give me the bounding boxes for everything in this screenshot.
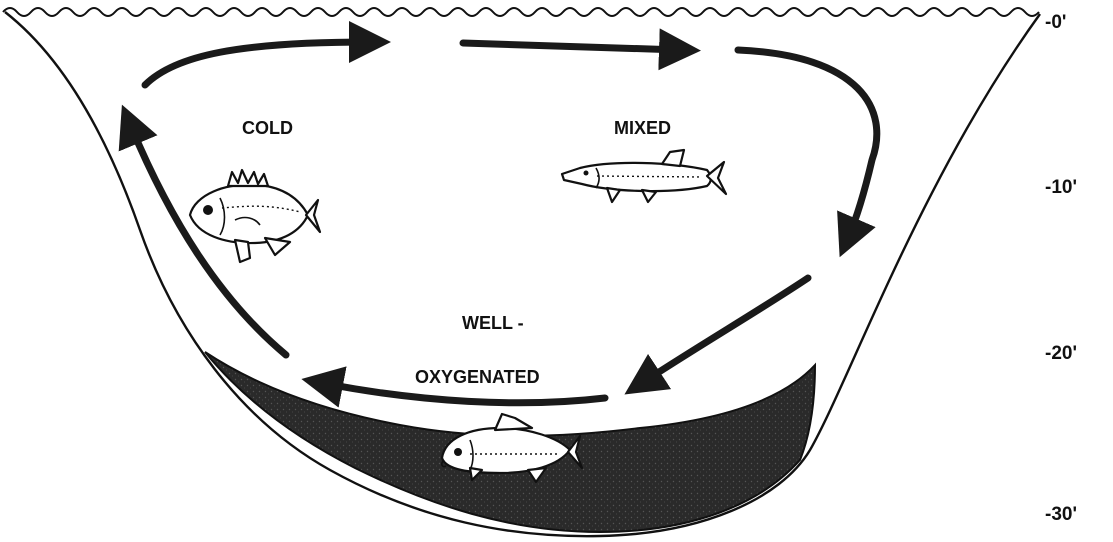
water-surface [3, 8, 1039, 16]
circulation-arrow-top-left [145, 42, 370, 85]
circulation-arrow-top-middle [463, 43, 680, 50]
label-oxygenated: OXYGENATED [415, 367, 540, 387]
circulation-arrow-right-lower [642, 278, 808, 383]
pike-illustration [562, 150, 726, 202]
depth-label-0: -0' [1045, 12, 1066, 33]
depth-label-30: -30' [1045, 504, 1077, 525]
label-well: WELL - [462, 313, 524, 333]
depth-label-10: -10' [1045, 177, 1077, 198]
label-cold: COLD [242, 118, 293, 138]
label-mixed: MIXED [614, 118, 671, 138]
sunfish-illustration [190, 170, 320, 262]
circulation-arrow-top-right [738, 50, 877, 238]
depth-label-20: -20' [1045, 343, 1077, 364]
